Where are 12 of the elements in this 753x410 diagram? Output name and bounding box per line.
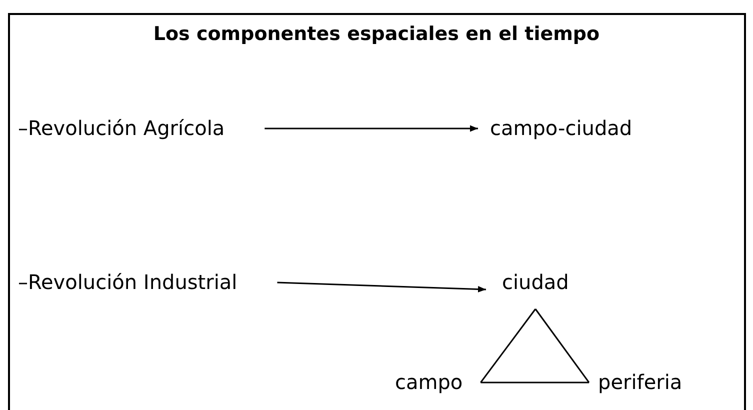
node-label: campo-ciudad	[490, 116, 632, 140]
connector-line	[534, 308, 590, 383]
arrow	[264, 125, 478, 132]
node-label: ciudad	[502, 270, 569, 294]
node-label: periferia	[598, 370, 682, 394]
title: Los componentes espaciales en el tiempo	[152, 22, 601, 47]
connector-line	[480, 308, 536, 383]
node-label: –Revolución Agrícola	[18, 116, 225, 140]
node-label: campo	[395, 370, 463, 394]
connector-line	[480, 382, 589, 384]
node-label: –Revolución Industrial	[18, 270, 238, 294]
arrow	[277, 282, 486, 292]
